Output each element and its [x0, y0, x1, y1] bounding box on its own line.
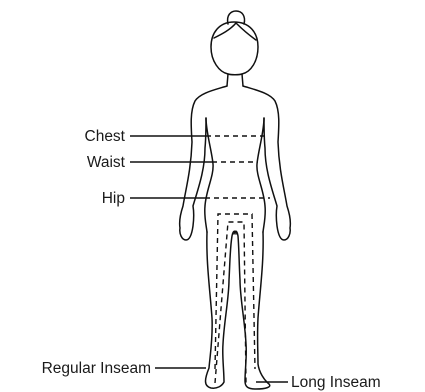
chest-label: Chest — [85, 128, 126, 145]
regular-inseam-dashed-guide — [215, 214, 255, 369]
left-arm-outline — [180, 86, 227, 240]
neck-outline-left — [227, 74, 228, 86]
right-leg-outline — [234, 231, 270, 389]
hip-label: Hip — [102, 190, 125, 207]
neck-outline-right — [242, 74, 243, 86]
head-outline — [211, 22, 258, 75]
long-inseam-label: Long Inseam — [291, 374, 381, 391]
hair-line-left — [214, 23, 236, 38]
regular-inseam-label: Regular Inseam — [42, 360, 151, 377]
right-arm-outline — [243, 86, 290, 240]
waist-label: Waist — [87, 154, 126, 171]
